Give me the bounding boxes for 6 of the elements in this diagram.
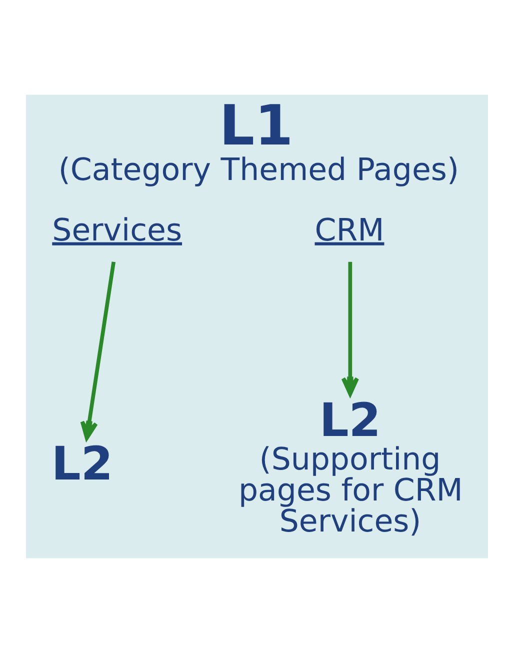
node-text: L2 (Supporting pages for CRM Services) (238, 392, 463, 539)
node-text: L2 (51, 436, 113, 490)
node-text: CRM (314, 212, 384, 248)
node-text: Services (52, 212, 182, 248)
arrow (341, 261, 360, 396)
arrow (80, 261, 116, 440)
